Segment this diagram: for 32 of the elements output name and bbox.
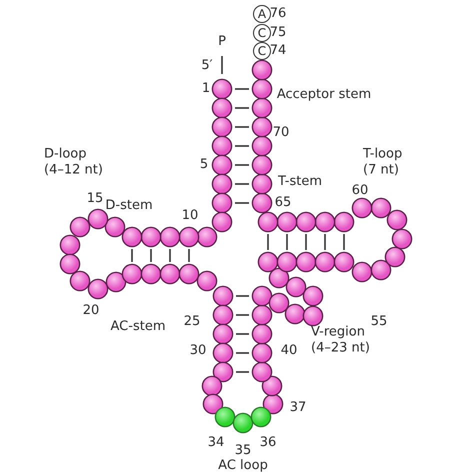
position-number: 55 — [370, 314, 388, 330]
position-number: 35 — [234, 443, 252, 459]
position-number: 20 — [82, 303, 100, 319]
position-number: 70 — [272, 125, 290, 141]
position-number: 10 — [182, 208, 198, 224]
position-number: 65 — [274, 195, 292, 211]
position-number: 30 — [190, 343, 206, 359]
region-label: D-stem — [105, 198, 153, 214]
position-number: 74 — [270, 43, 286, 59]
position-number: 76 — [270, 6, 286, 22]
region-label: T-loop (7 nt) — [363, 146, 404, 178]
position-number: 1 — [202, 81, 210, 97]
nucleotide-circle: C — [253, 42, 271, 60]
position-number: 34 — [208, 435, 224, 451]
nucleotide-circle: A — [253, 5, 271, 23]
position-number: 37 — [290, 400, 306, 416]
region-label: T-stem — [278, 174, 322, 190]
position-number: 15 — [86, 191, 104, 207]
position-number: 36 — [260, 435, 276, 451]
position-number: 75 — [270, 25, 286, 41]
region-label: Acceptor stem — [276, 87, 372, 103]
region-label: V-region (4–23 nt) — [311, 324, 371, 356]
position-number: 25 — [184, 314, 200, 330]
region-label: D-loop (4–12 nt) — [44, 146, 104, 178]
region-label: P — [218, 34, 226, 50]
position-number: 60 — [352, 183, 368, 199]
region-label: AC loop — [218, 458, 268, 474]
position-number: 40 — [280, 343, 298, 359]
region-label: AC-stem — [110, 319, 166, 335]
nucleotide-circle: C — [253, 24, 271, 42]
region-label: 5′ — [201, 58, 213, 74]
position-number: 5 — [200, 157, 208, 173]
